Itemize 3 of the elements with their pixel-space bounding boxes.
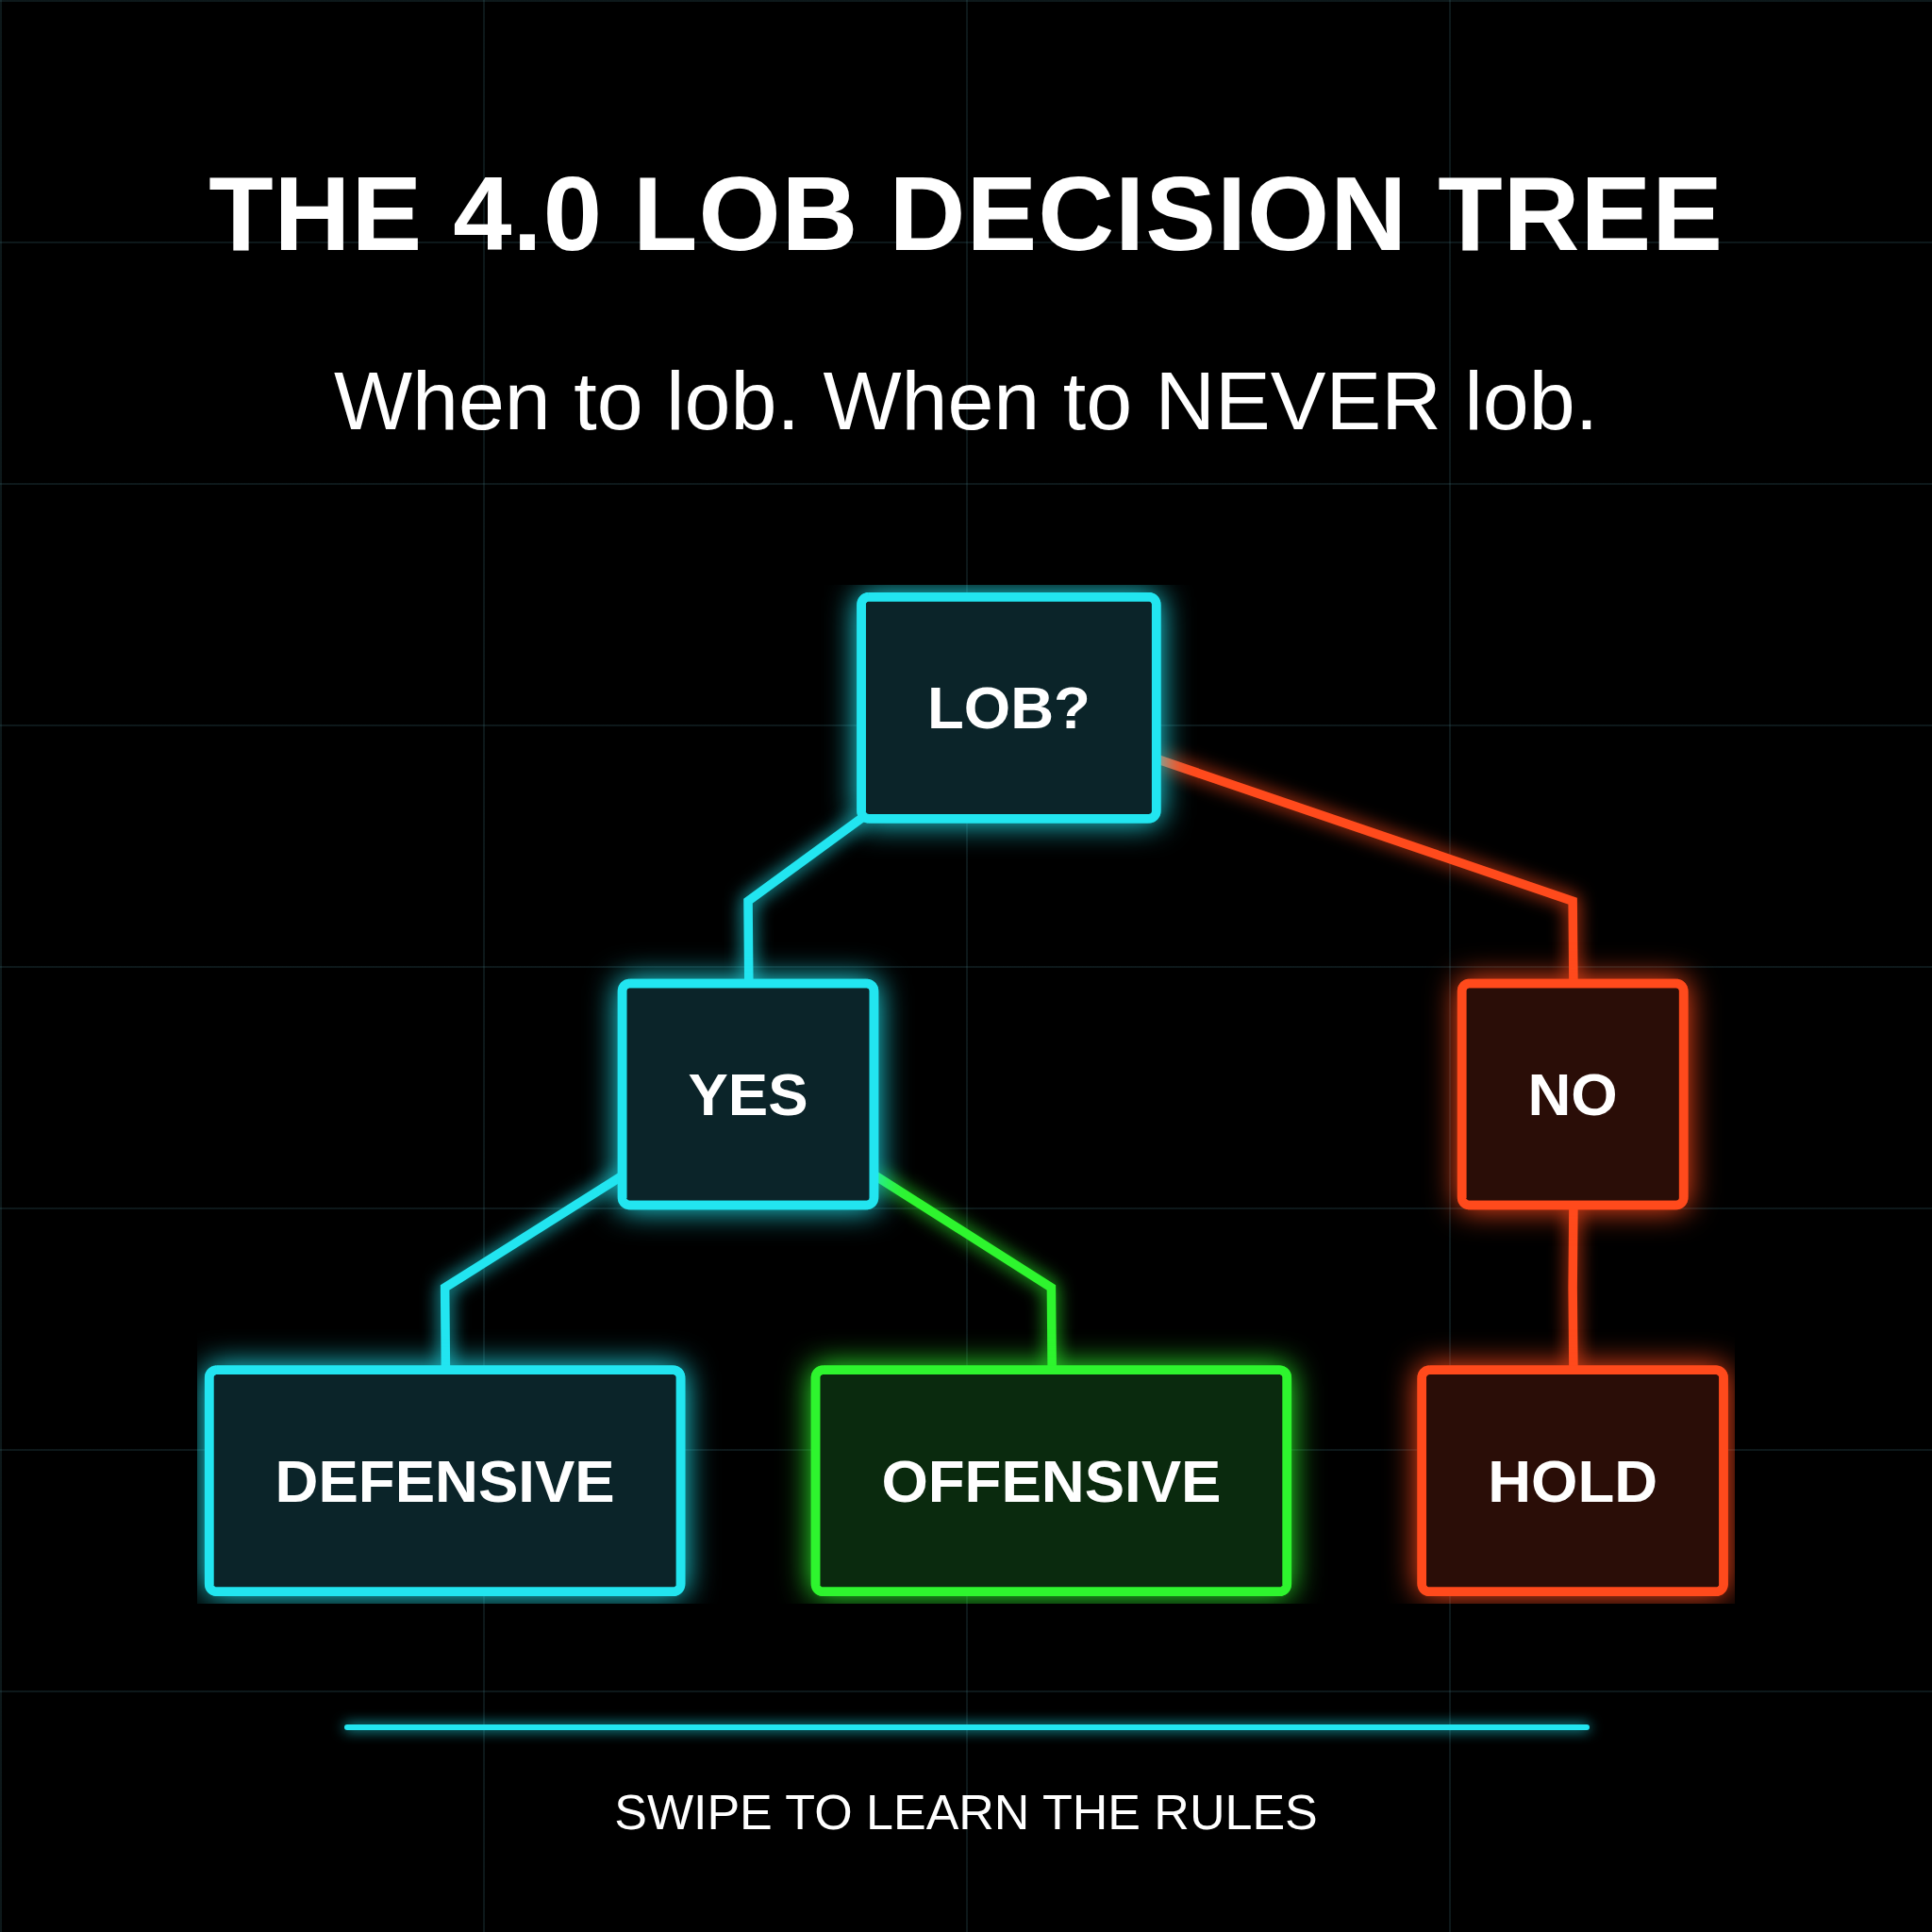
title: THE 4.0 LOB DECISION TREE xyxy=(208,156,1724,273)
footer-text: SWIPE TO LEARN THE RULES xyxy=(614,1784,1318,1841)
subtitle: When to lob. When to NEVER lob. xyxy=(333,353,1599,449)
